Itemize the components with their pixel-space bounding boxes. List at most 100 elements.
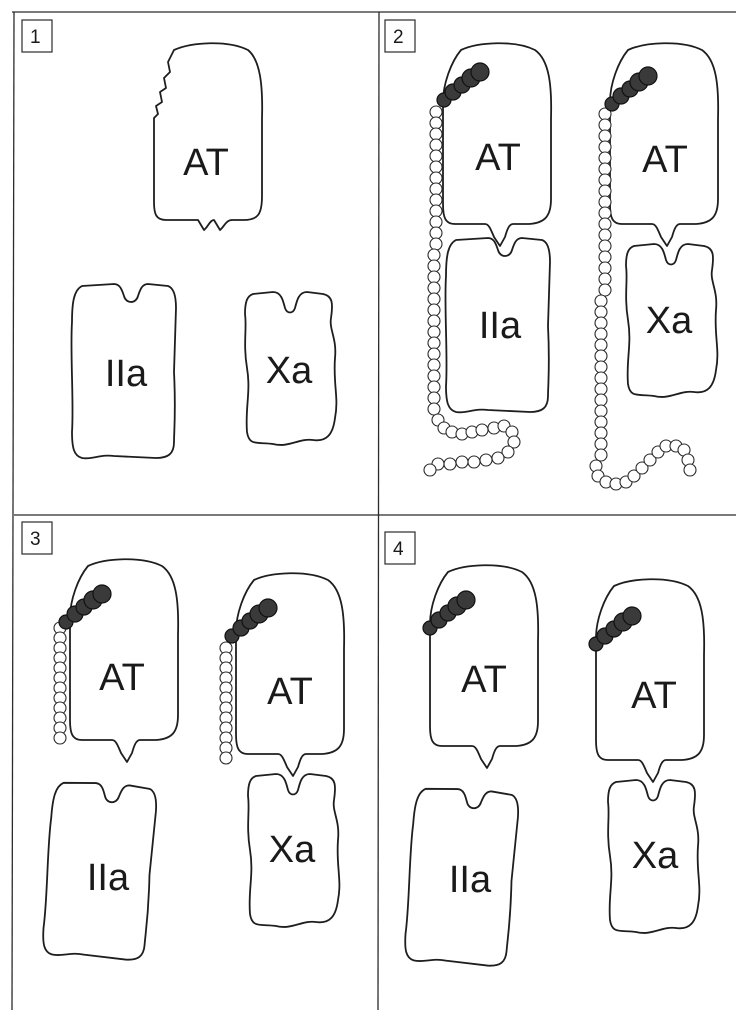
saccharide-bead [594, 393, 608, 407]
saccharide-bead [429, 127, 443, 141]
saccharide-bead [427, 259, 441, 273]
panel-number: 4 [393, 539, 404, 560]
pentasaccharide-bead [470, 62, 490, 82]
protein-label: AT [99, 657, 145, 699]
panel-number: 3 [30, 529, 41, 550]
saccharide-bead [427, 270, 441, 284]
pentasaccharide-bead [456, 590, 476, 610]
saccharide-bead [683, 463, 697, 477]
saccharide-bead [635, 461, 649, 475]
panel-number: 2 [393, 27, 404, 48]
saccharide-bead [479, 453, 493, 467]
saccharide-bead [427, 325, 441, 339]
saccharide-bead [427, 336, 441, 350]
panel-number-box [21, 521, 53, 555]
saccharide-bead [598, 118, 612, 132]
saccharide-bead [429, 160, 443, 174]
protein-label: Xa [646, 300, 693, 342]
saccharide-bead [427, 314, 441, 328]
saccharide-bead [427, 369, 441, 383]
saccharide-bead [219, 751, 233, 765]
saccharide-bead [594, 415, 608, 429]
saccharide-bead [598, 140, 612, 154]
saccharide-bead [507, 435, 521, 449]
protein-label: Xa [632, 835, 679, 877]
protein-label: Xa [266, 350, 313, 392]
protein-label: IIa [479, 305, 522, 347]
pentasaccharide-bead [638, 66, 658, 86]
protein-label: AT [183, 142, 229, 184]
protein-label: AT [631, 675, 677, 717]
saccharide-bead [598, 206, 612, 220]
panel-number: 1 [30, 27, 41, 48]
saccharide-bead [427, 281, 441, 295]
saccharide-bead [53, 731, 67, 745]
saccharide-bead [594, 371, 608, 385]
panel-4: 4 AT IIa AT Xa [384, 531, 706, 969]
saccharide-bead [501, 445, 515, 459]
saccharide-bead [427, 303, 441, 317]
saccharide-bead [429, 193, 443, 207]
panel-number-box [21, 19, 53, 53]
pentasaccharide-bead [258, 598, 278, 618]
saccharide-bead [491, 451, 505, 465]
saccharide-bead [429, 237, 443, 251]
saccharide-bead [594, 426, 608, 440]
protein-label: AT [475, 137, 521, 179]
saccharide-bead [594, 382, 608, 396]
saccharide-bead [429, 182, 443, 196]
protein-label: IIa [449, 859, 492, 901]
saccharide-bead [594, 294, 608, 308]
protein-label: IIa [87, 857, 130, 899]
saccharide-bead [429, 226, 443, 240]
protein-label: AT [461, 659, 507, 701]
saccharide-bead [598, 173, 612, 187]
saccharide-bead [427, 380, 441, 394]
saccharide-bead [594, 404, 608, 418]
saccharide-bead [598, 129, 612, 143]
protein-label: IIa [105, 353, 148, 395]
heparin-fragment [53, 584, 112, 745]
saccharide-bead [427, 391, 441, 405]
saccharide-bead [427, 347, 441, 361]
saccharide-bead [594, 448, 608, 462]
saccharide-bead [643, 453, 657, 467]
saccharide-bead [443, 457, 457, 471]
saccharide-bead [427, 292, 441, 306]
pentasaccharide-bead [92, 584, 112, 604]
saccharide-bead [627, 469, 641, 483]
saccharide-bead [598, 195, 612, 209]
saccharide-bead [594, 437, 608, 451]
saccharide-bead [598, 217, 612, 231]
panel-number-box [384, 531, 416, 565]
saccharide-bead [594, 349, 608, 363]
antithrombin-protein [153, 42, 264, 231]
saccharide-bead [598, 250, 612, 264]
saccharide-bead [423, 463, 437, 477]
panel-3: 3 AT IIa AT Xa [21, 521, 346, 963]
saccharide-bead [594, 360, 608, 374]
panel-1: 1 AT IIa Xa [21, 19, 338, 460]
saccharide-bead [598, 283, 612, 297]
saccharide-bead [594, 338, 608, 352]
saccharide-bead [455, 455, 469, 469]
saccharide-bead [429, 105, 443, 119]
heparin-pentasaccharide [588, 606, 642, 652]
saccharide-bead [429, 138, 443, 152]
saccharide-bead [598, 261, 612, 275]
saccharide-bead [594, 327, 608, 341]
saccharide-bead [429, 116, 443, 130]
saccharide-bead [598, 151, 612, 165]
heparin-chain [423, 62, 521, 477]
saccharide-bead [594, 316, 608, 330]
saccharide-bead [427, 248, 441, 262]
saccharide-bead [427, 402, 441, 416]
saccharide-bead [598, 239, 612, 253]
saccharide-bead [429, 171, 443, 185]
heparin-pentasaccharide [422, 590, 476, 636]
pentasaccharide-bead [622, 606, 642, 626]
saccharide-bead [475, 423, 489, 437]
saccharide-bead [429, 149, 443, 163]
protein-label: AT [267, 671, 313, 713]
